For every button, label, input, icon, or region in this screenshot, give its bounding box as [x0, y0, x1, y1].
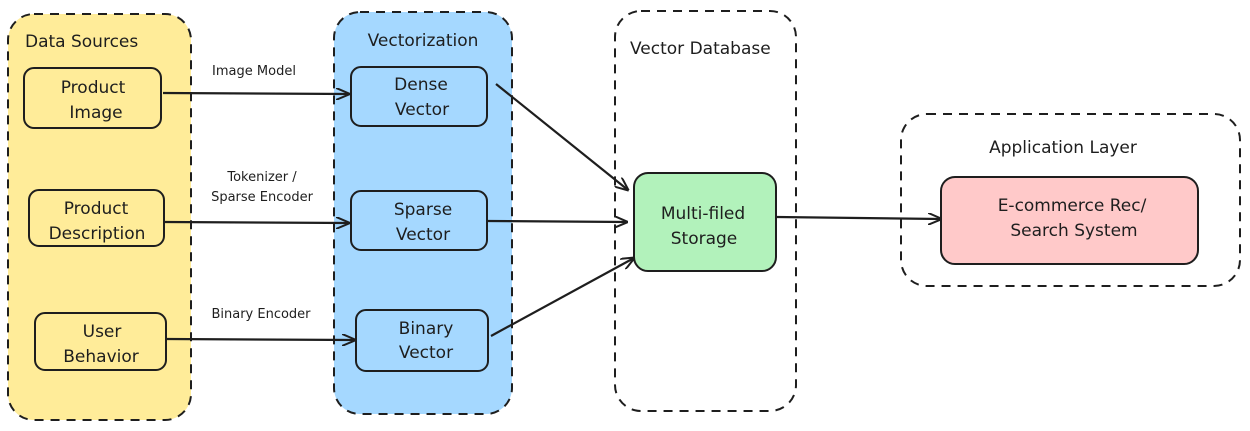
node-user-behavior: User Behavior	[34, 312, 167, 371]
edge-label-tokenizer-line2: Sparse Encoder	[211, 190, 314, 205]
node-sparse-vector: Sparse Vector	[350, 190, 488, 251]
edge-label-tokenizer-line1: Tokenizer /	[226, 170, 297, 185]
node-binary-vector-line2: Vector	[399, 343, 453, 363]
group-application-layer-title: Application Layer	[989, 138, 1137, 158]
edge-storage-to-ecommerce	[776, 217, 941, 219]
node-sparse-vector-box	[350, 190, 488, 251]
node-ecommerce-system-box	[940, 176, 1199, 265]
node-binary-vector-box	[355, 309, 489, 372]
edge-labels: Image Model Tokenizer / Sparse Encoder B…	[211, 64, 314, 322]
node-product-description: Product Description	[28, 189, 165, 247]
edge-binary-to-storage	[490, 258, 634, 337]
node-user-behavior-line2: Behavior	[63, 347, 139, 367]
edge-dense-to-storage	[495, 83, 628, 190]
node-ecommerce-system-line1: E-commerce Rec/	[998, 196, 1147, 216]
node-dense-vector-line1: Dense	[394, 75, 448, 95]
node-product-description-box	[28, 189, 165, 247]
node-multi-filed-storage-box	[633, 172, 777, 272]
edges	[162, 83, 941, 340]
node-multi-filed-storage-line1: Multi-filed	[661, 204, 745, 224]
node-binary-vector-line1: Binary	[399, 319, 454, 339]
node-product-image-line2: Image	[69, 103, 122, 123]
node-product-description-line1: Product	[64, 199, 129, 219]
node-sparse-vector-line2: Vector	[396, 225, 450, 245]
edge-sparse-to-storage	[487, 221, 627, 222]
node-binary-vector: Binary Vector	[355, 309, 489, 372]
edge-label-image-model: Image Model	[212, 64, 296, 79]
edge-description-to-sparse	[164, 222, 349, 223]
group-vector-database-title: Vector Database	[630, 39, 771, 59]
node-ecommerce-system-line2: Search System	[1010, 221, 1137, 241]
node-sparse-vector-line1: Sparse	[394, 200, 452, 220]
node-multi-filed-storage-line2: Storage	[671, 229, 738, 249]
node-multi-filed-storage: Multi-filed Storage	[633, 172, 777, 272]
node-dense-vector-line2: Vector	[395, 100, 449, 120]
edge-behavior-to-binary	[166, 339, 355, 340]
group-vectorization-title: Vectorization	[368, 31, 479, 51]
node-ecommerce-system: E-commerce Rec/ Search System	[940, 176, 1199, 265]
node-product-image-line1: Product	[61, 78, 126, 98]
node-dense-vector: Dense Vector	[350, 66, 488, 127]
edge-label-binary-encoder: Binary Encoder	[211, 307, 311, 322]
node-product-description-line2: Description	[49, 224, 146, 244]
node-user-behavior-box	[34, 312, 167, 371]
node-user-behavior-line1: User	[83, 322, 122, 342]
group-data-sources-title: Data Sources	[25, 32, 138, 52]
node-dense-vector-box	[350, 66, 488, 127]
node-product-image-box	[23, 67, 162, 129]
node-product-image: Product Image	[23, 67, 162, 129]
edge-image-to-dense	[162, 93, 349, 94]
